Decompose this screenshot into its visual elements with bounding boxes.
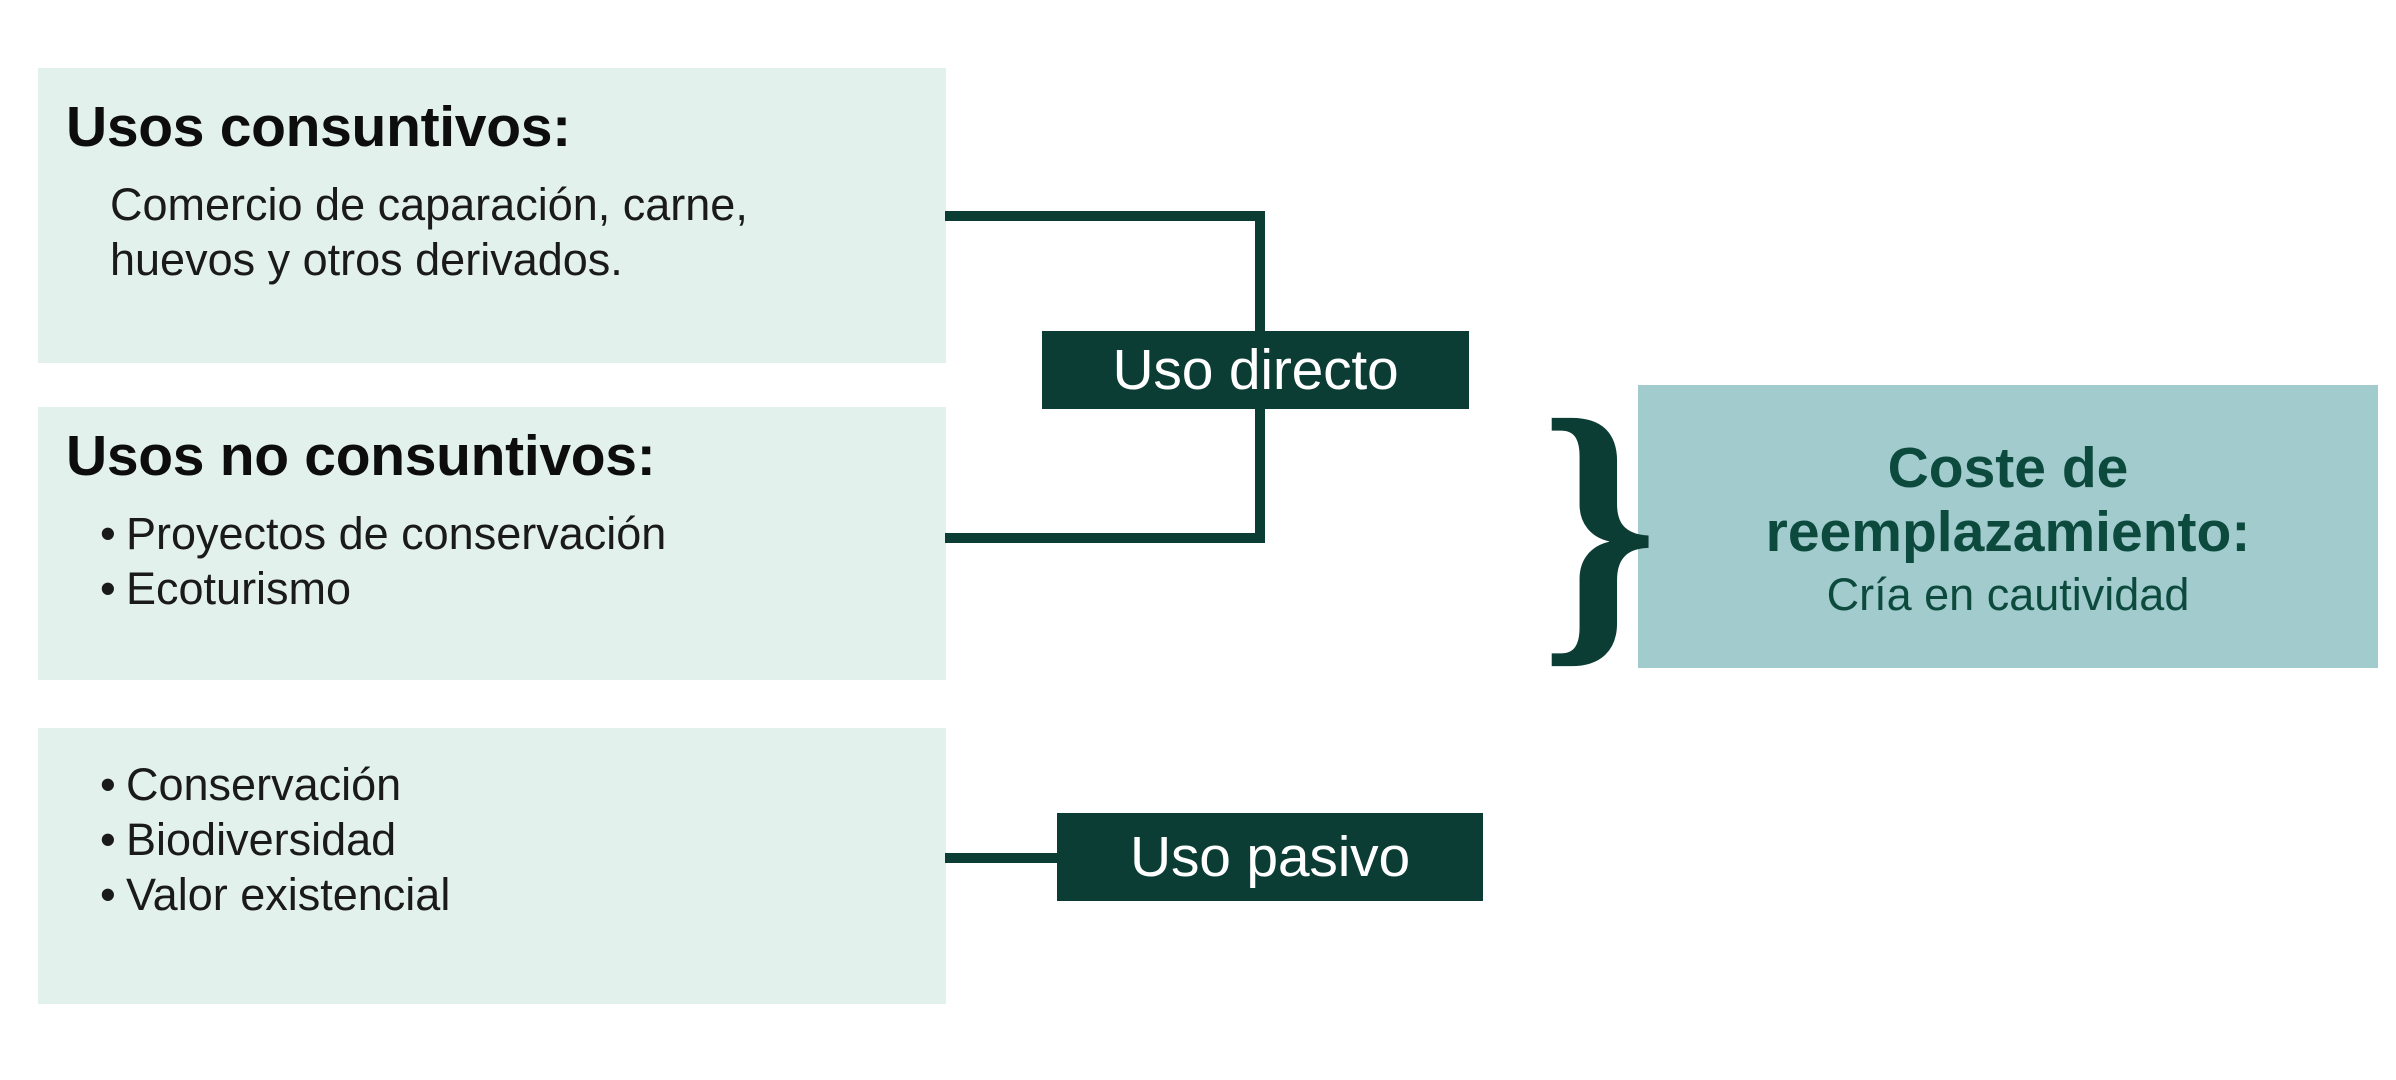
panel-uso-pasivo-list: •Conservación •Biodiversidad •Valor exis… [38, 728, 946, 1004]
list-item-label: Ecoturismo [126, 562, 352, 614]
panel-usos-consuntivos-line-1: Comercio de caparación, carne, [110, 179, 748, 230]
list-item-label: Conservación [126, 759, 402, 810]
bullet-icon: • [100, 508, 116, 559]
list-item: •Ecoturismo [100, 562, 666, 617]
connector-line-bottom [945, 533, 1265, 543]
panel-usos-no-consuntivos: Usos no consuntivos: •Proyectos de conse… [38, 407, 946, 680]
list-item-label: Proyectos de conservación [126, 508, 667, 559]
panel-usos-consuntivos-line-2: huevos y otros derivados. [110, 233, 623, 285]
panel-usos-consuntivos-lines: Comercio de caparación, carne, huevos y … [110, 178, 748, 288]
curly-brace-icon: } [1540, 359, 1659, 691]
bullet-icon: • [100, 562, 116, 614]
list-item: •Conservación [100, 758, 450, 813]
bullet-icon: • [100, 759, 116, 810]
connector-line-top [945, 211, 1265, 221]
connector-line-uso-pasivo [945, 853, 1063, 863]
panel-uso-pasivo-bullets: •Conservación •Biodiversidad •Valor exis… [100, 758, 450, 923]
panel-usos-no-consuntivos-title: Usos no consuntivos: [66, 424, 656, 488]
list-item: •Proyectos de conservación [100, 507, 666, 562]
tag-uso-pasivo: Uso pasivo [1057, 813, 1483, 901]
coste-reemplazamiento-subtitle: Cría en cautividad [1826, 569, 2190, 621]
panel-usos-consuntivos: Usos consuntivos: Comercio de caparación… [38, 68, 946, 363]
list-item: •Biodiversidad [100, 813, 450, 868]
list-item-label: Biodiversidad [126, 813, 397, 865]
list-item: •Valor existencial [100, 868, 450, 923]
panel-usos-consuntivos-title: Usos consuntivos: [66, 95, 571, 159]
bullet-icon: • [100, 813, 116, 865]
panel-coste-reemplazamiento: Coste de reemplazamiento: Cría en cautiv… [1638, 385, 2378, 668]
coste-reemplazamiento-title: Coste de reemplazamiento: [1765, 435, 2251, 564]
list-item-label: Valor existencial [126, 868, 451, 920]
panel-usos-no-consuntivos-bullets: •Proyectos de conservación •Ecoturismo [100, 507, 666, 617]
bullet-icon: • [100, 868, 116, 920]
tag-uso-directo: Uso directo [1042, 331, 1469, 409]
